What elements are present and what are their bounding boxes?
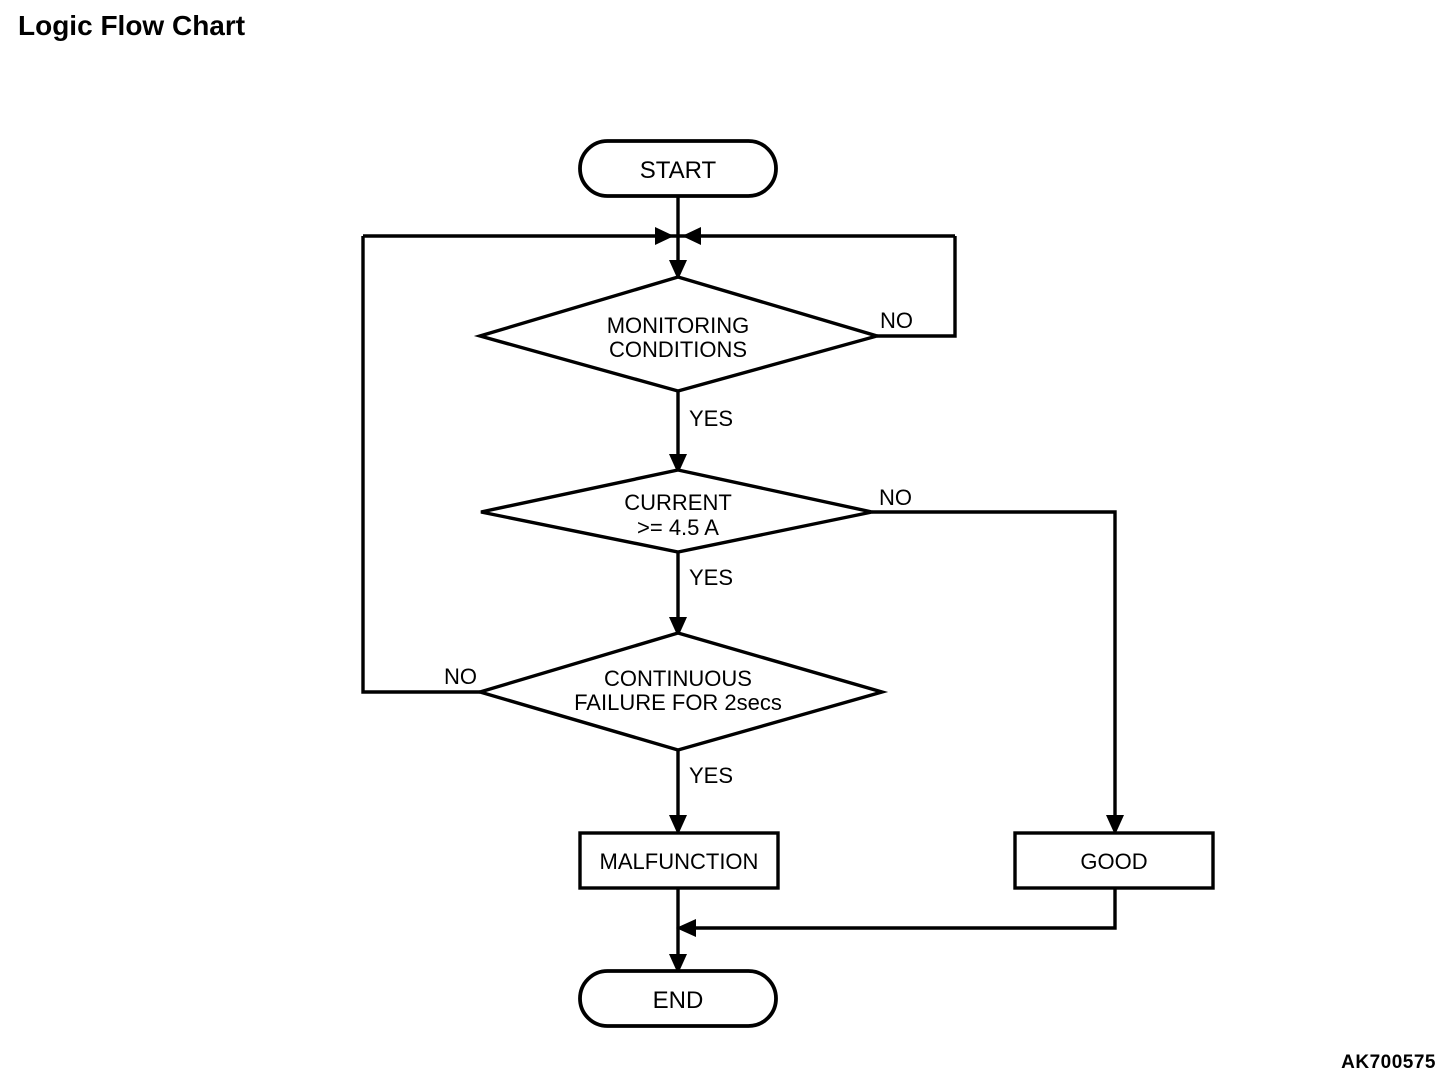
page-title: Logic Flow Chart xyxy=(18,10,246,41)
arrowhead-into-monitoring xyxy=(669,260,687,280)
node-malfunction[interactable] xyxy=(578,831,780,890)
node-end[interactable] xyxy=(578,969,778,1028)
arrowhead-into-current xyxy=(669,454,687,474)
node-continuous-failure-label-line1: CONTINUOUS xyxy=(604,666,752,691)
arrowhead-junction-from-left xyxy=(655,227,674,245)
arrowhead-into-good xyxy=(1106,815,1124,835)
arrowhead-merge-to-end-line xyxy=(676,919,696,937)
node-current-threshold[interactable] xyxy=(480,468,873,554)
arrowhead-into-end xyxy=(669,954,687,974)
node-current-threshold-label-line1: CURRENT xyxy=(624,490,732,515)
watermark-code: AK700575 xyxy=(1341,1052,1436,1073)
branch-label-current-yes: YES xyxy=(689,565,733,590)
branch-label-monitoring-no: NO xyxy=(880,308,913,333)
node-end-label: END xyxy=(653,987,704,1014)
node-continuous-failure[interactable] xyxy=(474,631,889,752)
node-good[interactable] xyxy=(1013,831,1215,890)
node-continuous-failure-label-line2: FAILURE FOR 2secs xyxy=(574,690,782,715)
node-monitoring-conditions-label-line2: CONDITIONS xyxy=(609,337,747,362)
arrowhead-junction-from-right xyxy=(682,227,701,245)
branch-label-continuous-yes: YES xyxy=(689,763,733,788)
branch-label-monitoring-yes: YES xyxy=(689,406,733,431)
edge-good-to-merge xyxy=(686,888,1117,930)
node-monitoring-conditions-label-line1: MONITORING xyxy=(607,313,750,338)
edge-continuous-no-loop xyxy=(361,236,480,694)
node-malfunction-label: MALFUNCTION xyxy=(600,849,759,874)
arrowhead-into-continuous xyxy=(669,617,687,637)
node-monitoring-conditions[interactable] xyxy=(473,275,884,393)
branch-label-continuous-no: NO xyxy=(444,664,477,689)
edge-monitoring-no-loop xyxy=(877,236,957,338)
node-start-label: START xyxy=(640,157,717,184)
node-start[interactable] xyxy=(578,139,778,198)
node-current-threshold-label-line2: >= 4.5 A xyxy=(637,515,719,540)
branch-label-current-no: NO xyxy=(879,485,912,510)
edge-current-no-to-good xyxy=(872,510,1117,829)
arrowhead-into-malfunction xyxy=(669,815,687,835)
node-good-label: GOOD xyxy=(1080,849,1147,874)
